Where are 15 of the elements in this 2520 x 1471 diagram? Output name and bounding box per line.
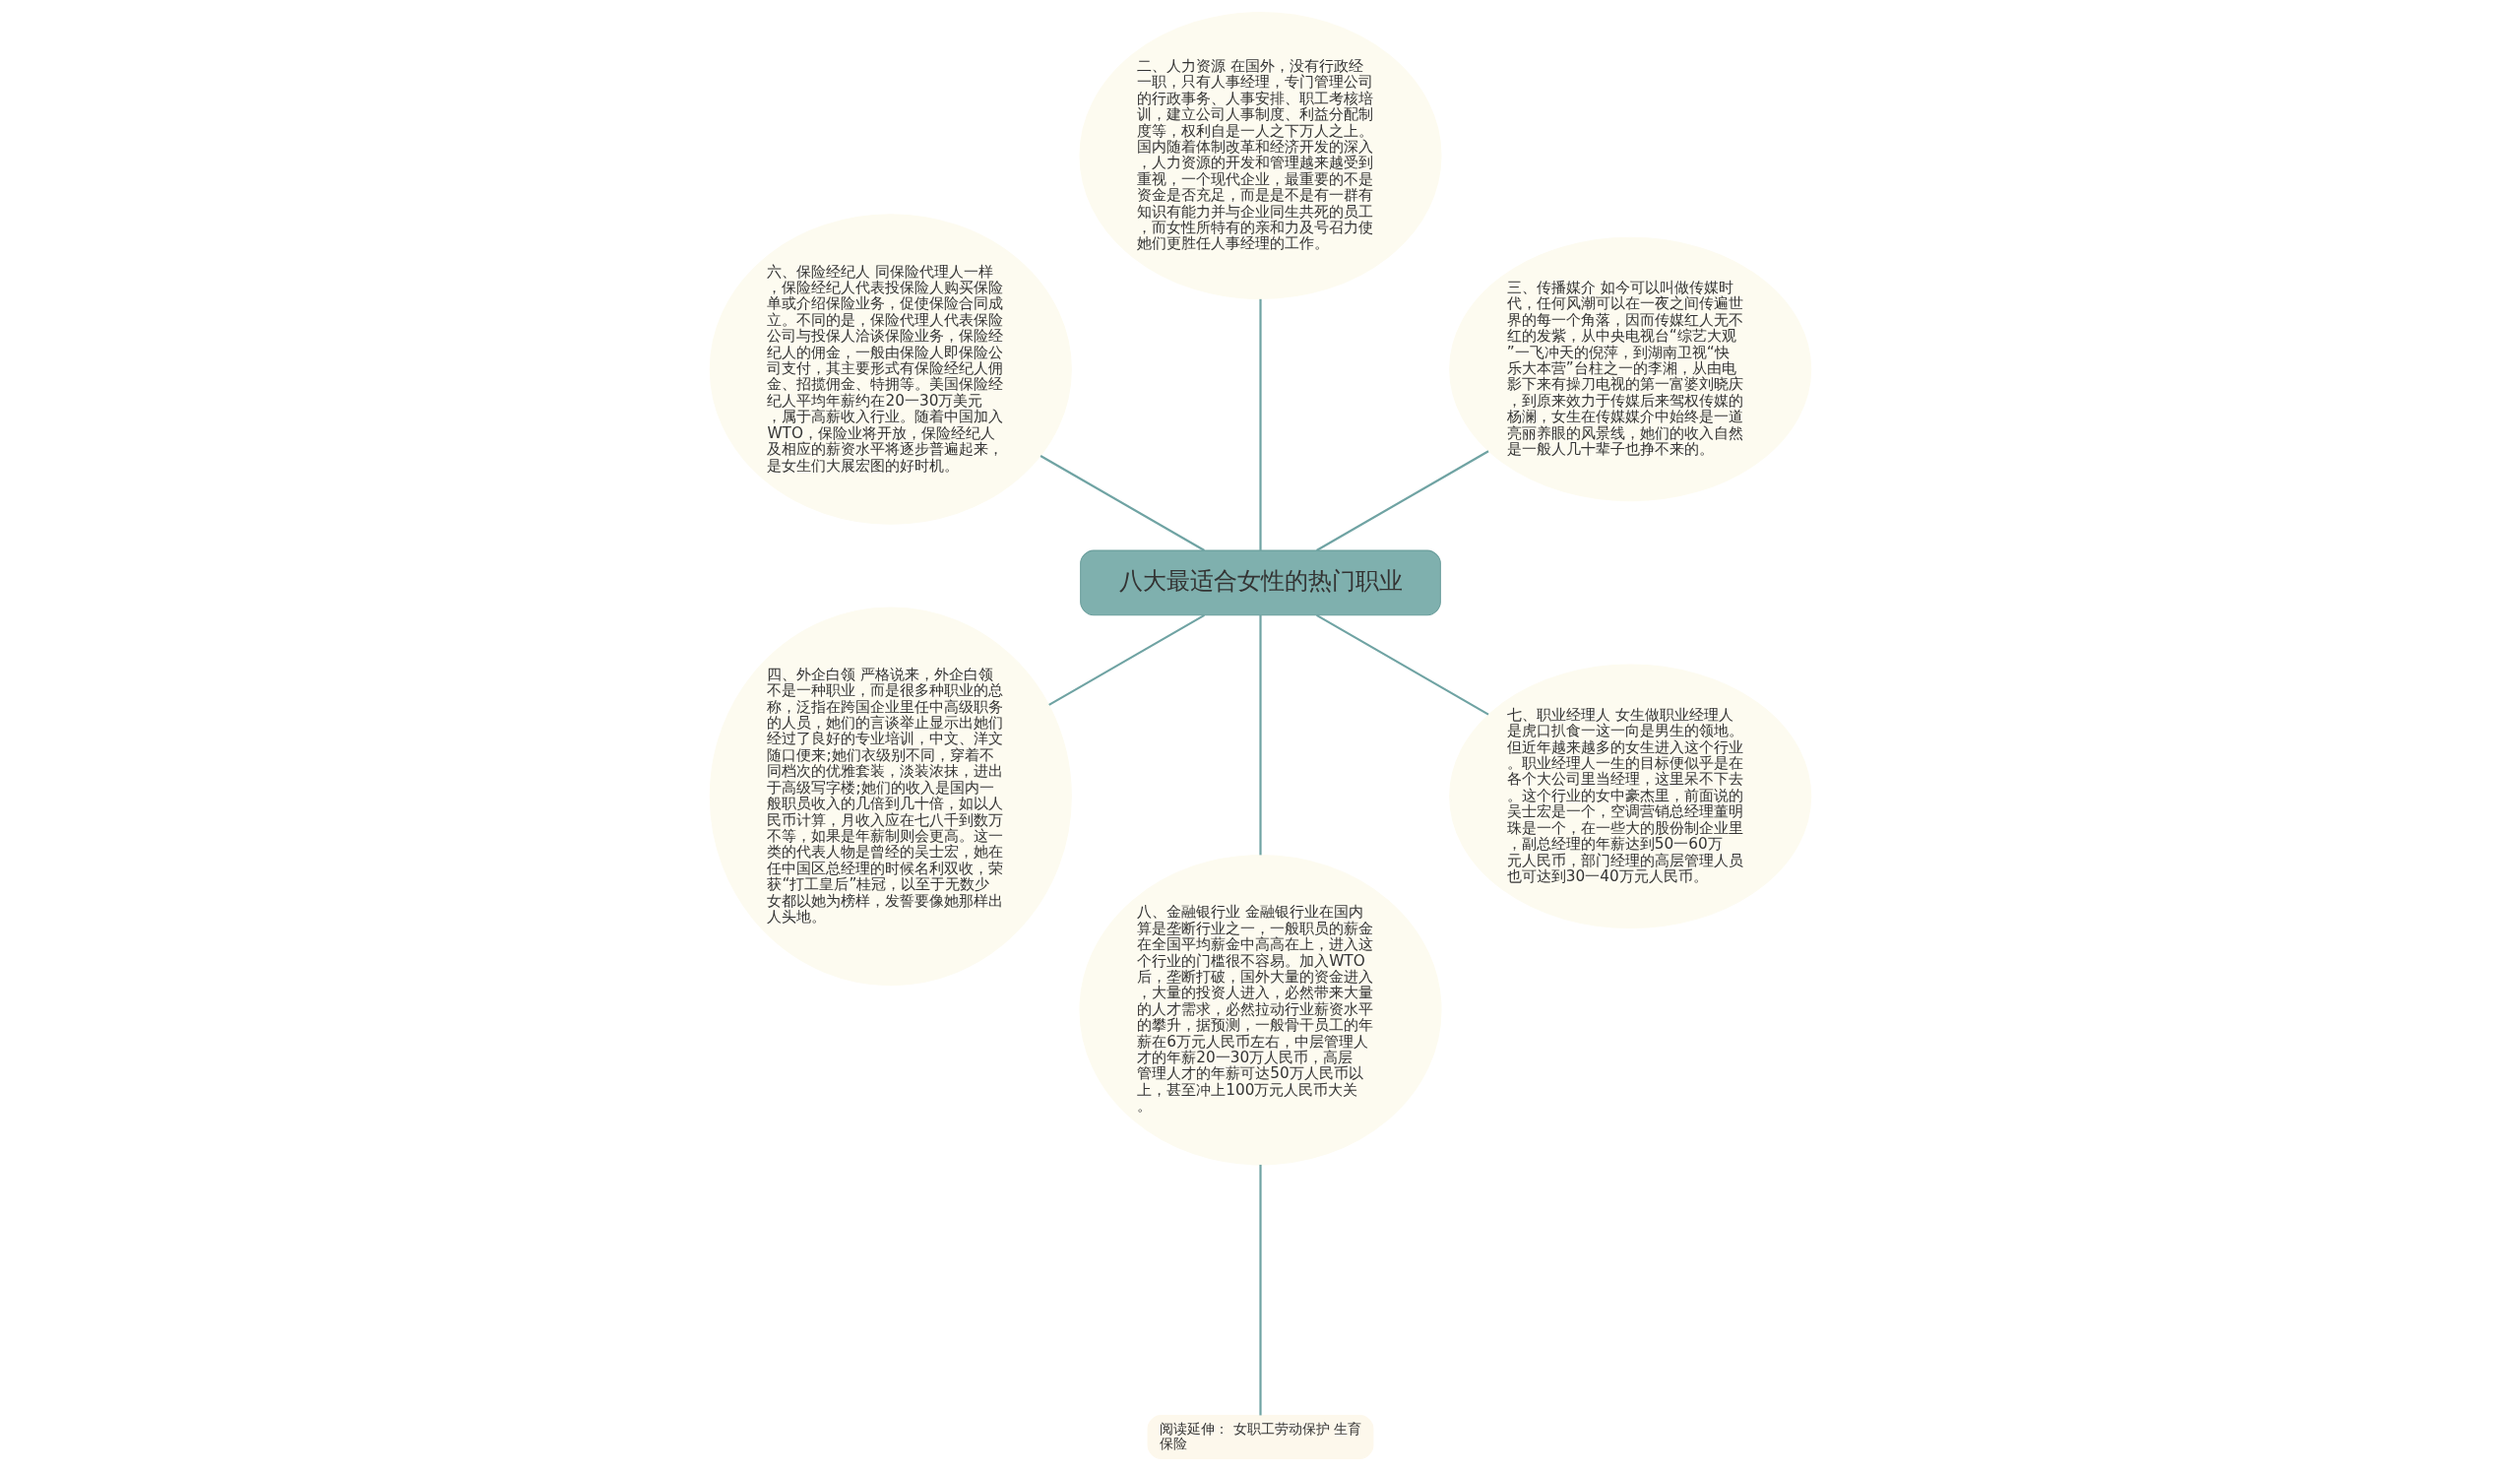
node-box: 八大最适合女性的热门职业 (1079, 549, 1441, 616)
node-circle: 四、外企白领 严格说来，外企白领不是一种职业，而是很多种职业的总称，泛指在跨国企业里任中高级职务的人员，她们的言谈举止显示出她们经过了良好的专业培训，中文、洋文随口便来;她们衣级别不同，穿着不同档次的优雅套装，淡装浓抹，进出于高级写字楼;她们的收入是国内一般职员收入的几倍到几十倍，如以人民币计算，月收入应在七八千到数万不等，如果是年薪制则会更高。这一类的代表人物是曾经的吴士宏，她在任中国区总经理的时候名利双收，荣获“打工皇后”桂冠，以至于无数少女都以她为榜样，发誓要像她那样出人头地。 (709, 607, 1072, 987)
node-box: 阅读延伸： 女职工劳动保护 生育保险 (1147, 1415, 1373, 1459)
connector (1315, 613, 1489, 716)
node-ellipse: 三、传播媒介 如今可以叫做传媒时代，任何风潮可以在一夜之间传遍世界的每一个角落，因而传媒红人无不红的发紫，从中央电视台“综艺大观”一飞冲天的倪萍，到湖南卫视“快乐大本营”台柱之一的李湘，从由电影下来有操刀电视的第一富婆刘晓庆，到原来效力于传媒后来驾权传媒的杨澜，女生在传媒媒介中始终是一道亮丽养眼的风景线，她们的收入自然是一般人几十辈子也挣不来的。 (1448, 236, 1811, 502)
node-ellipse: 八、金融银行业 金融银行业在国内算是垄断行业之一，一般职员的薪金在全国平均薪金中高高在上，进入这个行业的门槛很不容易。加入WTO后，垄断打破，国外大量的资金进入，大量的投资人进入，必然带来大量的人才需求，必然拉动行业薪资水平的攀升，据预测，一般骨干员工的年薪在6万元人民币左右，中层管理人才的年薪20一30万人民币，高层管理人才的年薪可达50万人民币以上，甚至冲上100万元人民币大关。 (1078, 855, 1442, 1166)
node-ellipse: 七、职业经理人 女生做职业经理人是虎口扒食一这一向是男生的领地。但近年越来越多的女生进入这个行业。职业经理人一生的目标便似乎是在各个大公司里当经理，这里呆不下去。这个行业的女中豪杰里，前面说的吴士宏是一个，空调营销总经理董明珠是一个，在一些大的股份制企业里，副总经理的年薪达到50一60万元人民币，部门经理的高层管理人员也可达到30一40万元人民币。 (1448, 664, 1811, 929)
connector (1258, 298, 1262, 550)
node-ellipse: 六、保险经纪人 同保险代理人一样，保险经纪人代表投保险人购买保险单或介绍保险业务，促使保险合同成立。不同的是，保险代理人代表保险公司与投保人洽谈保险业务，保险经纪人的佣金，一般由保险人即保险公司支付，其主要形式有保险经纪人佣金、招揽佣金、特拥等。美国保险经纪人平均年薪约在20一30万美元，属于高薪收入行业。随着中国加入WTO，保险业将开放，保险经纪人及相应的薪资水平将逐步普遍起来，是女生们大展宏图的好时机。 (709, 214, 1072, 525)
connector (1047, 613, 1205, 706)
connector (1315, 450, 1489, 551)
node-ellipse: 二、人力资源 在国外，没有行政经一职，只有人事经理，专门管理公司的行政事务、人事安排、职工考核培训，建立公司人事制度、利益分配制度等，权利自是一人之下万人之上。国内随着体制改革和经济开发的深入，人力资源的开发和管理越来越受到重视，一个现代企业，最重要的不是资金是否充足，而是是不是有一群有知识有能力并与企业同生共死的员工，而女性所特有的亲和力及号召力使她们更胜任人事经理的工作。 (1078, 12, 1442, 300)
connector (1040, 455, 1205, 551)
connector (1258, 614, 1262, 856)
connector (1258, 1164, 1262, 1416)
